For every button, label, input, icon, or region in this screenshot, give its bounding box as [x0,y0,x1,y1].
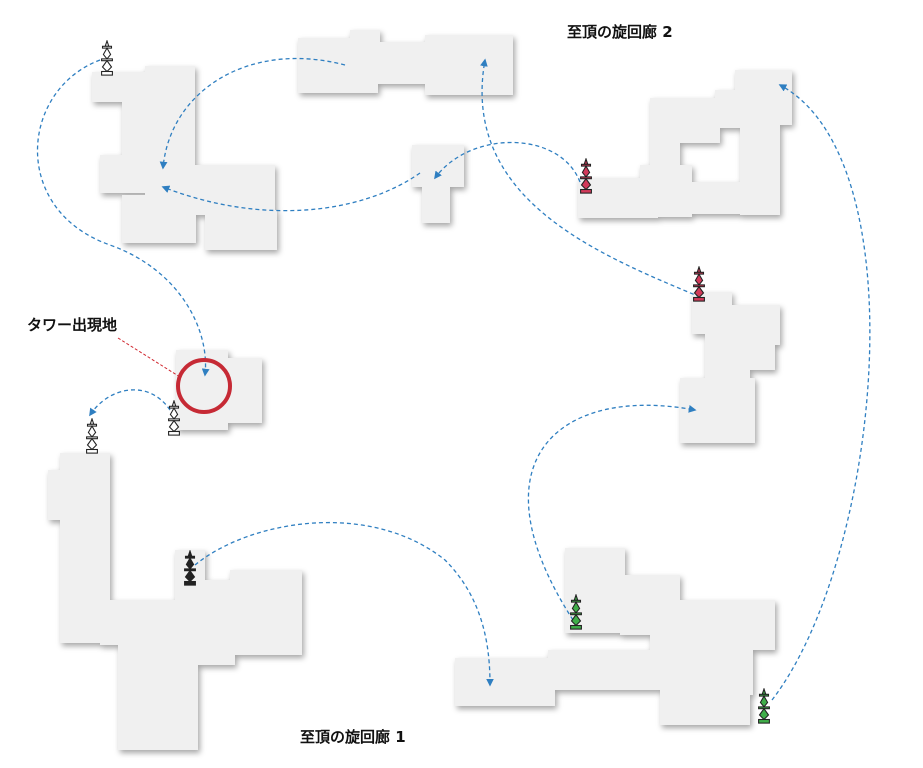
route-path [480,58,701,298]
route-path [771,84,871,701]
upper-right-area [578,70,792,218]
route-path [159,57,346,170]
tower-spawn-callout: タワー出現地 [27,316,232,414]
lower-left-area [48,453,302,750]
route-path [434,141,581,183]
route-path [161,172,421,212]
route-path [194,522,494,687]
lower-right-area [455,548,775,725]
floor-bottom-label: 至頂の旋回廊 1 [300,728,406,746]
white-pawn-marker-icon [101,40,113,76]
floor-top-label: 至頂の旋回廊 2 [567,23,673,41]
route-paths [36,57,871,701]
route-path [36,59,210,377]
white-pawn-marker-icon [86,418,98,454]
callout-line [117,337,181,378]
tower-spawn-circle [176,358,232,414]
tower-room-area [176,350,262,430]
green-pawn-marker-icon [758,688,770,724]
tower-spawn-label: タワー出現地 [27,316,117,334]
right-middle-area [680,292,780,443]
route-path [527,404,697,621]
route-path [89,389,171,417]
upper-left-area [92,66,277,250]
upper-middle-area [298,30,513,223]
